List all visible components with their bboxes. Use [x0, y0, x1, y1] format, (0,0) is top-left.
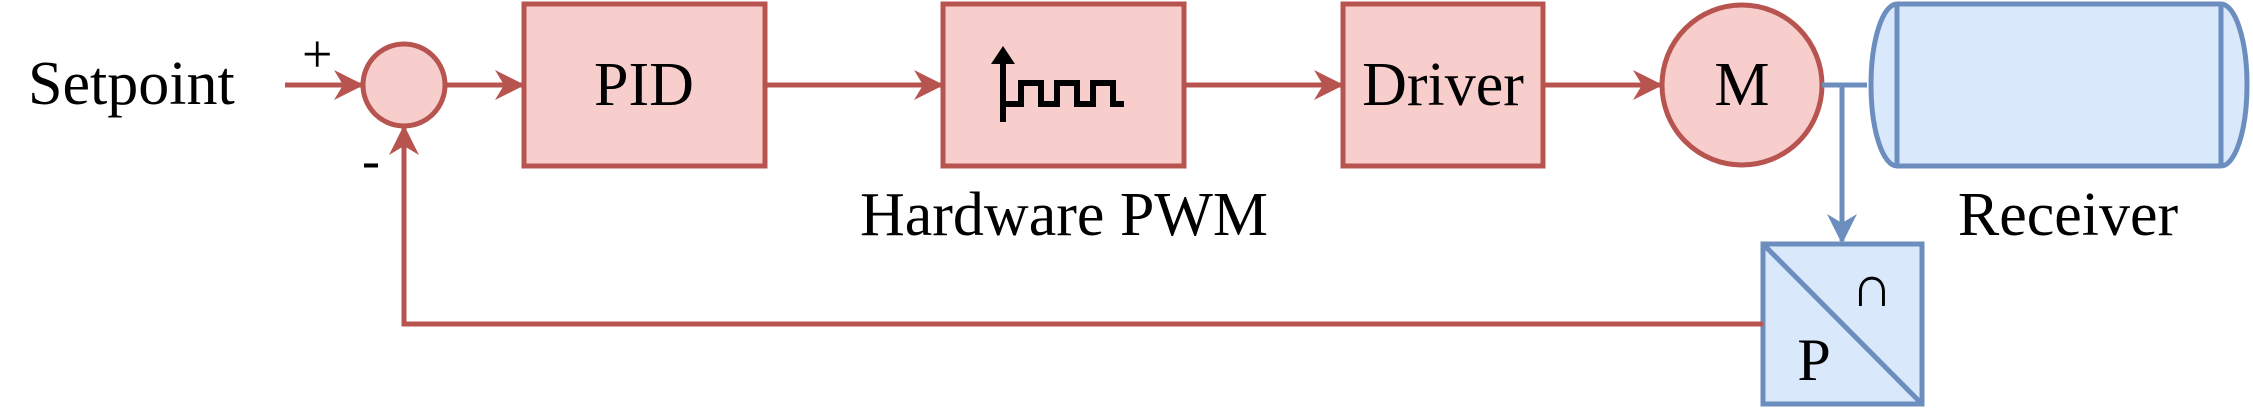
minus-sign: - — [362, 130, 380, 190]
driver-label: Driver — [1362, 51, 1524, 119]
setpoint-label: Setpoint — [28, 50, 235, 118]
motor-label: M — [1714, 51, 1769, 119]
driver-block — [1340, 1, 1546, 169]
pid-label: PID — [594, 51, 694, 119]
receiver-cylinder — [1868, 1, 2250, 169]
feedback-path — [389, 125, 1763, 327]
sensor-p-label: P — [1797, 327, 1830, 393]
sensor-diagonal — [1761, 242, 1924, 406]
pwm-waveform-icon — [991, 46, 1124, 122]
summing-junction — [360, 41, 448, 129]
sensor-symbol: ∩ — [1851, 254, 1893, 319]
hardware-pwm-label: Hardware PWM — [860, 181, 1268, 249]
plus-sign: + — [302, 24, 332, 84]
receiver-label: Receiver — [1958, 181, 2179, 249]
